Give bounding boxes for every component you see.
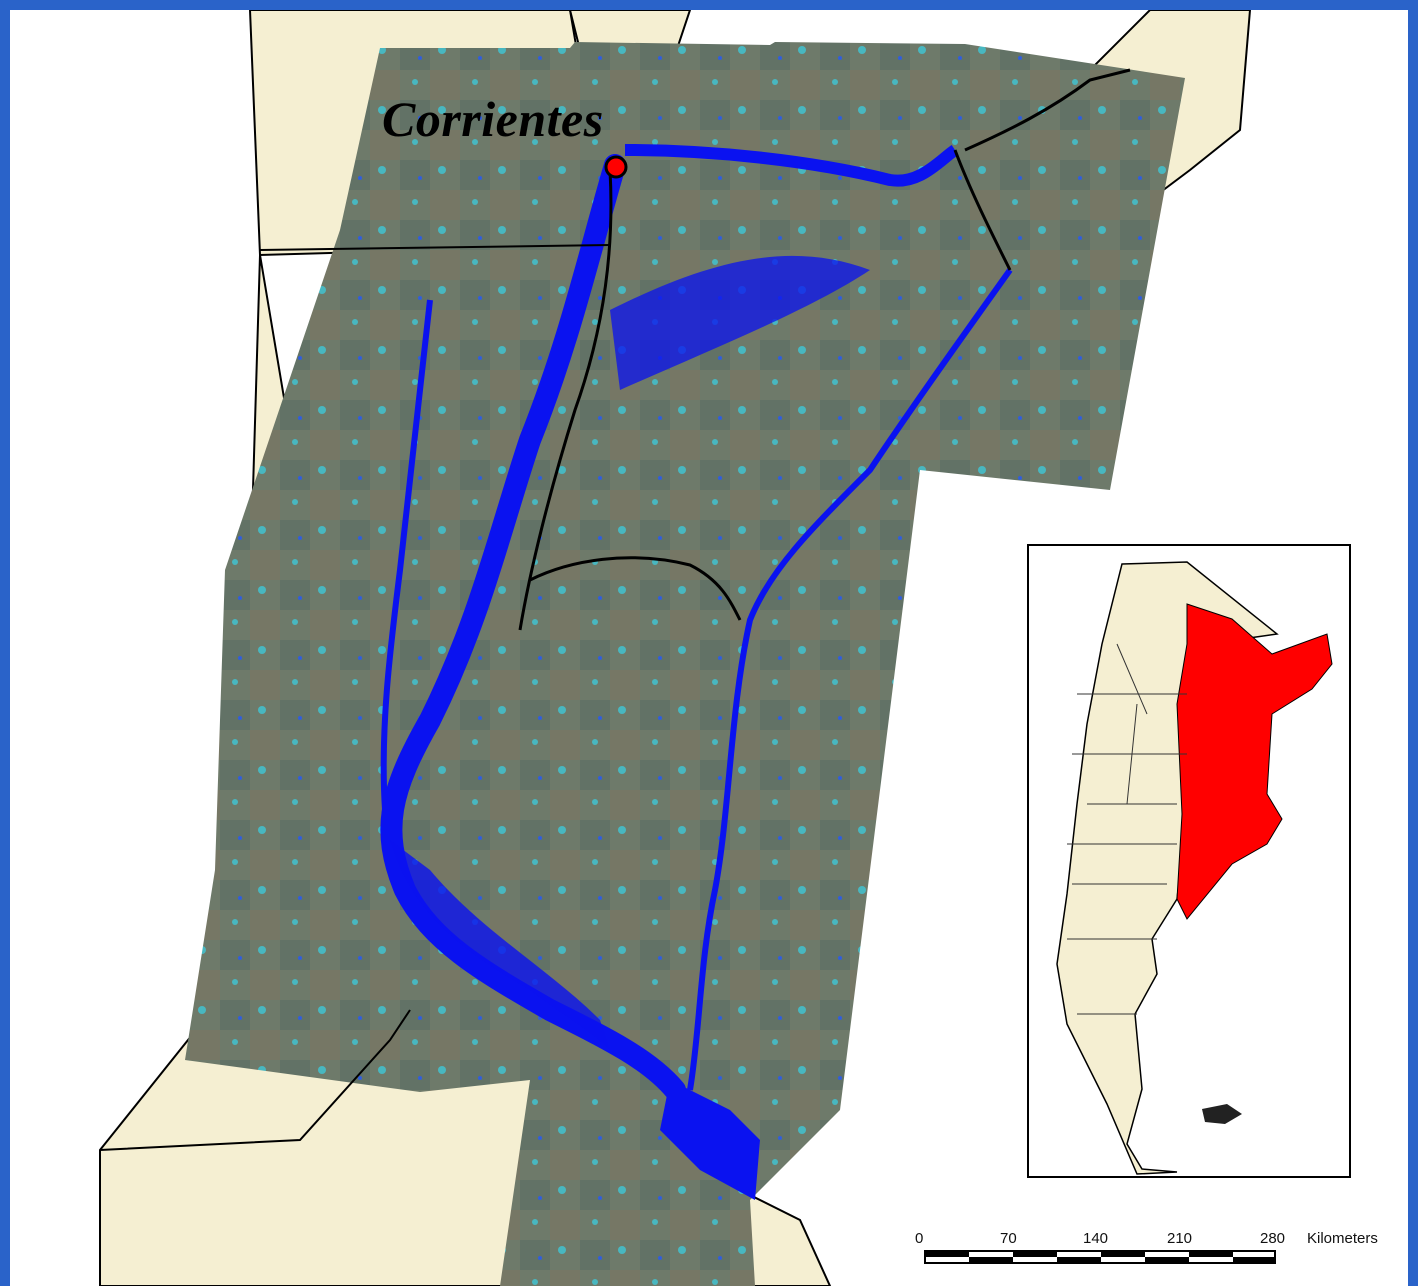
inset-highlight-region — [1176, 603, 1333, 920]
river-uruguay — [687, 268, 1013, 1091]
rio-de-la-plata — [660, 1080, 760, 1200]
river-upper-parana — [624, 144, 959, 187]
main-map-svg — [99, 10, 1252, 1286]
river-salado — [380, 299, 433, 811]
province-border-4 — [964, 68, 1131, 152]
scale-tick-70: 70 — [1000, 1230, 1017, 1247]
inset-province-lines — [1067, 643, 1187, 1015]
scale-tick-280: 280 — [1260, 1230, 1285, 1247]
scale-tick-140: 140 — [1083, 1230, 1108, 1247]
lake-ibera — [610, 255, 870, 390]
province-border-1 — [529, 556, 742, 621]
inset-falklands — [1202, 1104, 1242, 1124]
map-canvas: Corrientes 0 70 140 210 280 Kilometers — [10, 10, 1408, 1286]
river-parana — [380, 154, 686, 1101]
province-border-6 — [99, 1009, 411, 1151]
city-marker-icon[interactable] — [601, 152, 631, 182]
river-parana-wetland — [390, 840, 610, 1050]
scale-bar-icon: 0 70 140 210 280 Kilometers — [915, 1230, 1378, 1264]
scale-tick-0: 0 — [915, 1230, 923, 1247]
satellite-mosaic — [185, 42, 1185, 1286]
province-border-5 — [259, 244, 611, 251]
province-border-3 — [953, 149, 1012, 271]
inset-map — [1027, 544, 1351, 1178]
scale-unit-label: Kilometers — [1307, 1230, 1378, 1247]
scale-tick-210: 210 — [1167, 1230, 1192, 1247]
city-label-corrientes: Corrientes — [382, 91, 604, 147]
province-border-2 — [518, 169, 613, 631]
